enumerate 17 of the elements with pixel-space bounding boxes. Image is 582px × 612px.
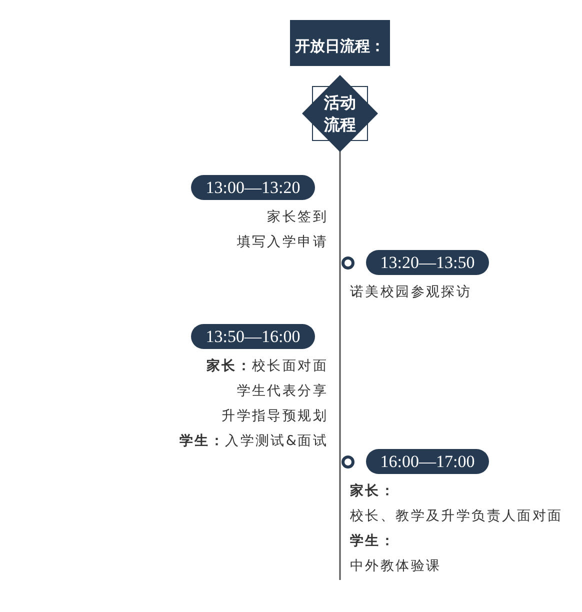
title-banner: 开放日流程： — [290, 20, 390, 66]
time-pill: 13:50—16:00 — [191, 324, 315, 349]
activity-text: 校长、教学及升学负责人面对面 — [350, 507, 563, 525]
activity-text: 家长： — [350, 482, 396, 500]
activity-text: 家长：校长面对面 — [206, 357, 328, 375]
time-pill: 16:00—17:00 — [366, 449, 489, 474]
activity-text: 学生：入学测试&面试 — [179, 432, 328, 450]
activity-text: 中外教体验课 — [350, 557, 442, 575]
activity-text: 诺美校园参观探访 — [350, 283, 472, 301]
activity-text: 学生： — [350, 532, 396, 550]
activity-text: 家长签到 — [267, 208, 328, 226]
time-pill: 13:20—13:50 — [366, 250, 489, 275]
diamond-shape: 活动流程 — [302, 75, 378, 152]
time-pill: 13:00—13:20 — [191, 175, 315, 200]
activity-text: 学生代表分享 — [236, 382, 328, 400]
activity-text: 升学指导预规划 — [222, 407, 328, 425]
activity-text: 填写入学申请 — [236, 233, 328, 251]
